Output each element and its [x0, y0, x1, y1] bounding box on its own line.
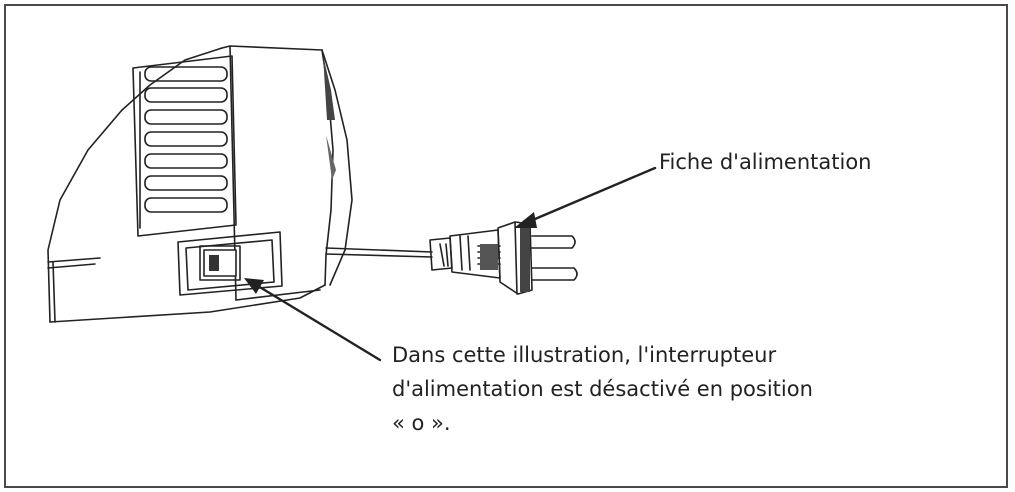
switch-label-line-2: d'alimentation est désactivé en position [392, 377, 813, 401]
switch-arrow [244, 278, 382, 362]
plug-label: Fiche d'alimentation [659, 150, 872, 174]
switch-label-line-1: Dans cette illustration, l'interrupteur [392, 343, 777, 367]
power-cord [325, 247, 433, 258]
diagram-frame [4, 4, 1008, 488]
switch-label: Dans cette illustration, l'interrupteur … [392, 338, 813, 440]
power-switch [177, 231, 283, 296]
switch-label-line-3: « o ». [392, 411, 451, 435]
plug-arrow [514, 166, 657, 228]
power-plug [429, 221, 578, 295]
